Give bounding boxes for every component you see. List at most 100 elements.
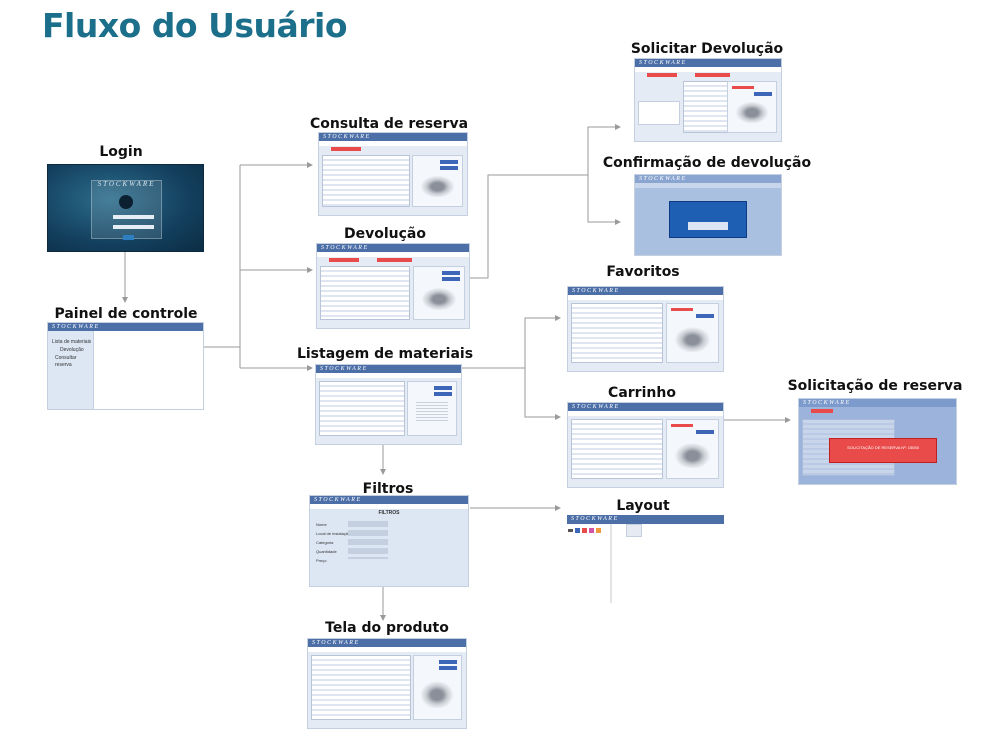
node-label-painel: Painel de controle — [54, 306, 198, 322]
carrinho-side — [665, 419, 719, 479]
login-brand: STOCKWARE — [97, 180, 156, 189]
filtros-field-preco: Preço — [316, 558, 327, 563]
listagem-table — [319, 381, 406, 436]
consulta-header: STOCKWARE — [319, 133, 467, 141]
reserva-tab — [811, 409, 833, 413]
listagem-header: STOCKWARE — [316, 365, 461, 373]
painel-thumbnail: STOCKWARE Lista de materiais Devolução C… — [47, 322, 204, 410]
consulta-brand: STOCKWARE — [323, 134, 371, 140]
node-label-tela-produto: Tela do produto — [325, 620, 449, 636]
filtros-brand: STOCKWARE — [314, 497, 362, 503]
painel-content — [94, 331, 203, 409]
tela-produto-header: STOCKWARE — [308, 639, 466, 647]
product-image-icon — [732, 100, 772, 123]
listagem-thumbnail: STOCKWARE — [315, 364, 462, 445]
tela-produto-brand: STOCKWARE — [312, 640, 360, 646]
favoritos-table — [571, 303, 663, 363]
devolucao-tab-active — [377, 258, 412, 262]
filtros-field-local: Local de instalação — [316, 531, 351, 536]
arrow-painel-to-consulta — [239, 165, 312, 368]
arrow-devolucao-to-confirmacao — [587, 175, 621, 225]
solicitar-tab — [647, 73, 677, 77]
confirmacao-subbar — [635, 183, 781, 188]
product-image-icon — [671, 440, 713, 468]
product-image-icon — [418, 174, 458, 197]
node-label-devolucao: Devolução — [344, 226, 426, 242]
confirmacao-dialog — [669, 201, 747, 238]
arrow-listagem-to-carrinho — [524, 368, 561, 420]
carrinho-table — [571, 419, 663, 479]
tela-produto-table — [311, 655, 411, 720]
menu-devolucao: Devolução — [60, 347, 84, 353]
tela-produto-side — [412, 655, 462, 720]
login-screen-thumbnail: STOCKWARE — [47, 164, 204, 252]
painel-sidebar: Lista de materiais Devolução Consultar r… — [48, 331, 94, 409]
layout-color-swatches — [568, 528, 602, 534]
user-avatar-icon — [119, 195, 134, 210]
solicitar-table — [683, 81, 729, 133]
filtros-header: STOCKWARE — [310, 496, 468, 504]
filtros-title: FILTROS — [378, 510, 400, 516]
listagem-description — [416, 400, 448, 421]
login-box: STOCKWARE — [91, 180, 162, 241]
solicitar-devolucao-thumbnail: STOCKWARE — [634, 58, 782, 142]
consulta-side — [412, 155, 463, 207]
filtros-subbar — [310, 504, 468, 509]
node-label-filtros: Filtros — [362, 481, 414, 497]
product-image-icon — [671, 324, 713, 352]
node-label-favoritos: Favoritos — [606, 264, 680, 280]
solicitar-side — [726, 81, 777, 133]
menu-lista-materiais: Lista de materiais — [52, 339, 92, 345]
node-label-listagem: Listagem de materiais — [296, 346, 474, 362]
menu-consultar-reserva: Consultar reserva — [55, 355, 77, 368]
devolucao-brand: STOCKWARE — [321, 245, 369, 251]
solicitar-brand: STOCKWARE — [639, 60, 687, 66]
solicitar-motivo — [638, 101, 680, 125]
confirmacao-header: STOCKWARE — [635, 175, 781, 183]
login-button — [123, 235, 134, 241]
favoritos-brand: STOCKWARE — [572, 288, 620, 294]
carrinho-thumbnail: STOCKWARE — [567, 402, 724, 488]
confirmacao-ok-button — [688, 222, 728, 230]
listagem-side — [407, 381, 457, 436]
page-title: Fluxo do Usuário — [42, 6, 348, 45]
confirmacao-brand: STOCKWARE — [639, 176, 687, 182]
node-label-consulta: Consulta de reserva — [309, 116, 469, 132]
consulta-table — [322, 155, 410, 207]
favoritos-side — [665, 303, 719, 363]
solicitar-header: STOCKWARE — [635, 59, 781, 67]
listagem-subbar — [316, 373, 461, 378]
devolucao-subbar — [317, 252, 469, 257]
carrinho-subbar — [568, 411, 723, 416]
arrow-listagem-to-favoritos — [460, 315, 561, 369]
carrinho-brand: STOCKWARE — [572, 404, 620, 410]
reserva-dialog: SOLICITAÇÃO DE RESERVA Nº: 15055 — [829, 438, 937, 463]
solicitar-subbar — [635, 67, 781, 72]
layout-thumbnail: STOCKWARE — [567, 515, 724, 524]
tela-produto-thumbnail: STOCKWARE — [307, 638, 467, 729]
filtros-field-list: Nome Local de instalação Categoria Quant… — [316, 520, 350, 565]
solicitacao-reserva-thumbnail: STOCKWARE SOLICITAÇÃO DE RESERVA Nº: 150… — [798, 398, 957, 485]
devolucao-side — [412, 266, 465, 320]
favoritos-thumbnail: STOCKWARE — [567, 286, 724, 372]
filtros-inputs — [348, 521, 388, 559]
tela-produto-subbar — [308, 647, 466, 652]
node-label-solicitacao-reserva: Solicitação de reserva — [787, 378, 963, 394]
devolucao-header: STOCKWARE — [317, 244, 469, 252]
node-label-layout: Layout — [616, 498, 670, 514]
node-label-confirmacao: Confirmação de devolução — [602, 155, 812, 171]
confirmacao-thumbnail: STOCKWARE — [634, 174, 782, 256]
painel-header: STOCKWARE — [48, 323, 203, 331]
arrow-devolucao-to-solicitar — [458, 124, 621, 279]
layout-dropdown — [626, 524, 642, 537]
login-password-field — [112, 225, 154, 230]
favoritos-header: STOCKWARE — [568, 287, 723, 295]
filtros-field-categoria: Categoria — [316, 540, 334, 545]
reserva-brand: STOCKWARE — [803, 400, 851, 406]
filtros-field-quantidade: Quantidade — [316, 549, 337, 554]
devolucao-tab — [329, 258, 359, 262]
listagem-brand: STOCKWARE — [320, 366, 368, 372]
favoritos-subbar — [568, 295, 723, 300]
reserva-header: STOCKWARE — [799, 399, 956, 407]
